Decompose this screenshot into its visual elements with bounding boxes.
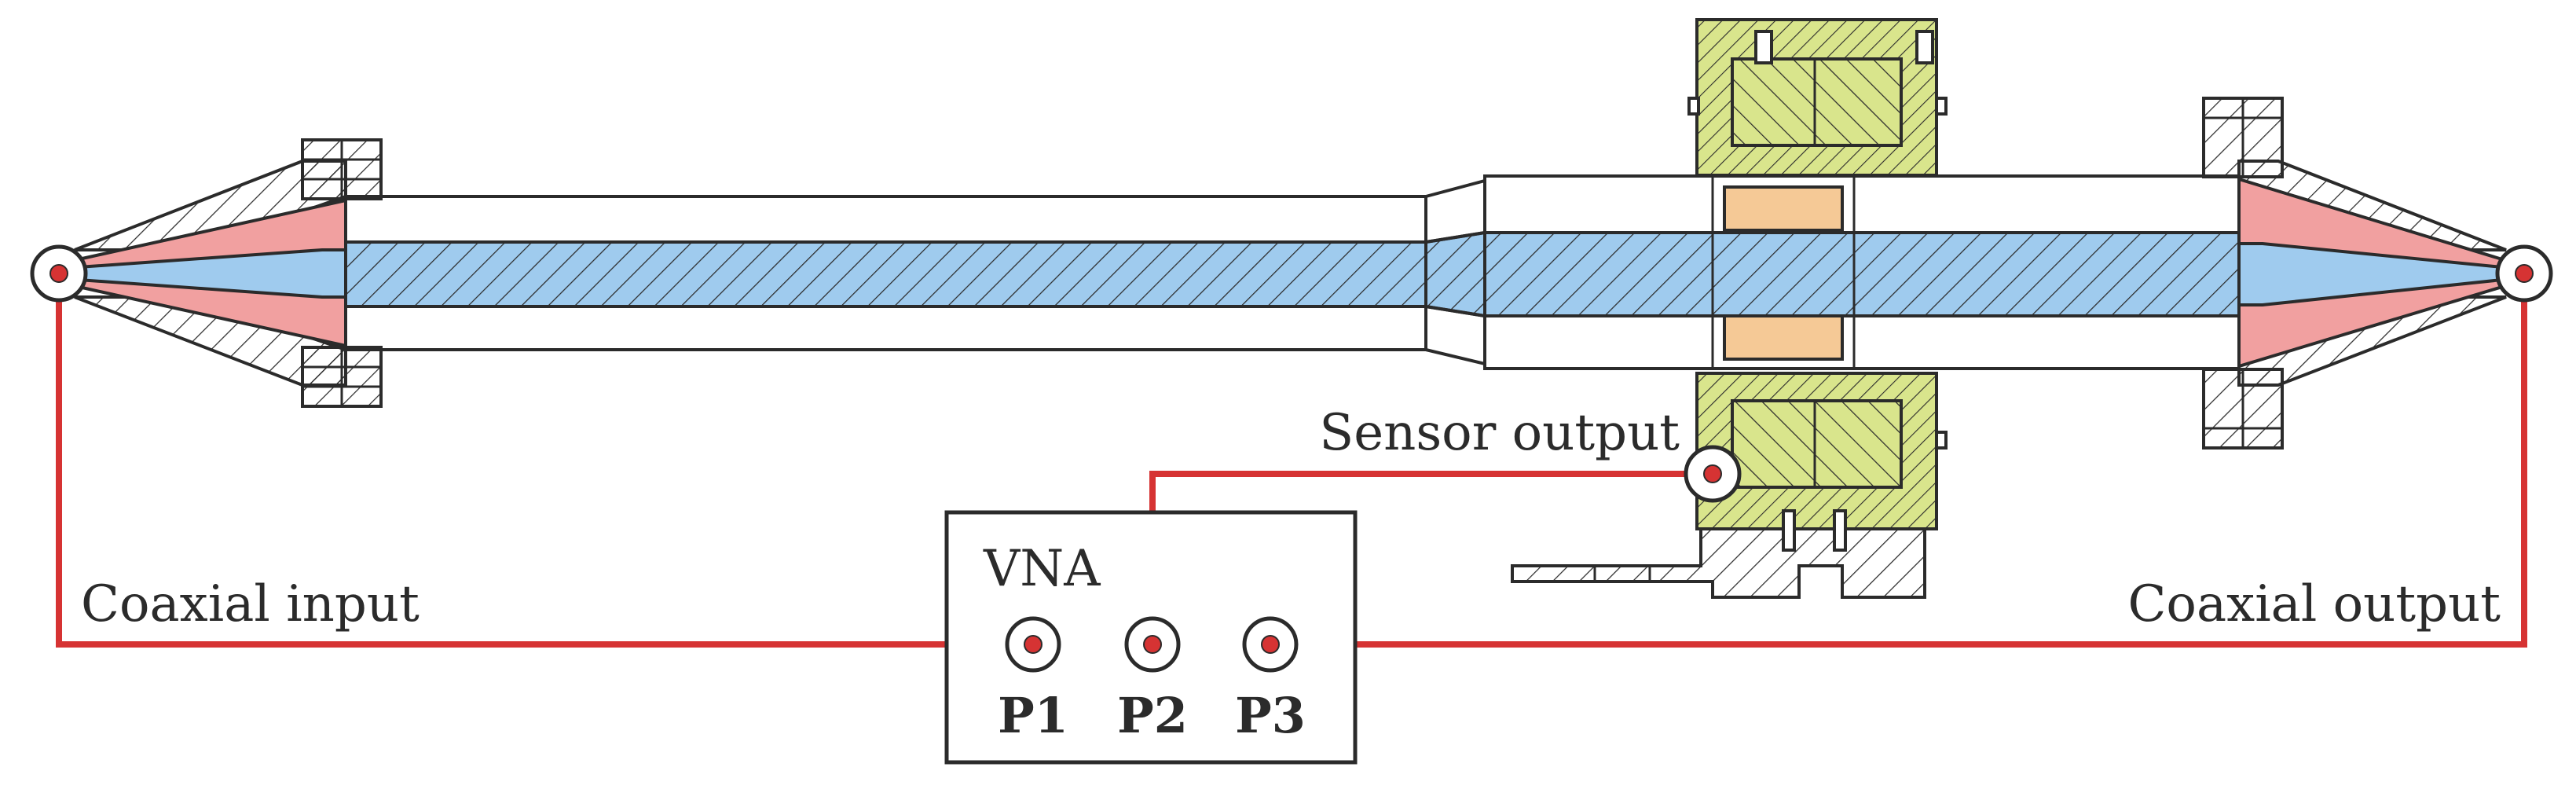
port-label-p2: P2 xyxy=(1117,687,1188,744)
coaxial-output-label: Coaxial output xyxy=(2127,575,2501,633)
sensor-housing xyxy=(1511,18,1948,599)
vna-box xyxy=(944,510,1358,765)
sensor-output-connector xyxy=(1684,445,1742,503)
wire-input-to-p1 xyxy=(56,273,1033,648)
sensor-output-label: Sensor output xyxy=(1319,404,1680,462)
coaxial-output-connector xyxy=(2495,244,2553,303)
port-label-p1: P1 xyxy=(998,687,1068,744)
wire-output-to-p3 xyxy=(1270,273,2527,648)
coaxial-input-label: Coaxial input xyxy=(81,575,420,633)
coaxial-input-connector xyxy=(30,244,88,303)
vna-port-p2 xyxy=(1124,616,1181,673)
port-label-p3: P3 xyxy=(1235,687,1306,744)
vna-label: VNA xyxy=(983,540,1101,598)
inner-conductor xyxy=(344,230,2241,318)
vna-port-p1 xyxy=(1005,616,1061,673)
right-flange xyxy=(2202,97,2507,450)
vna-port-p3 xyxy=(1242,616,1299,673)
